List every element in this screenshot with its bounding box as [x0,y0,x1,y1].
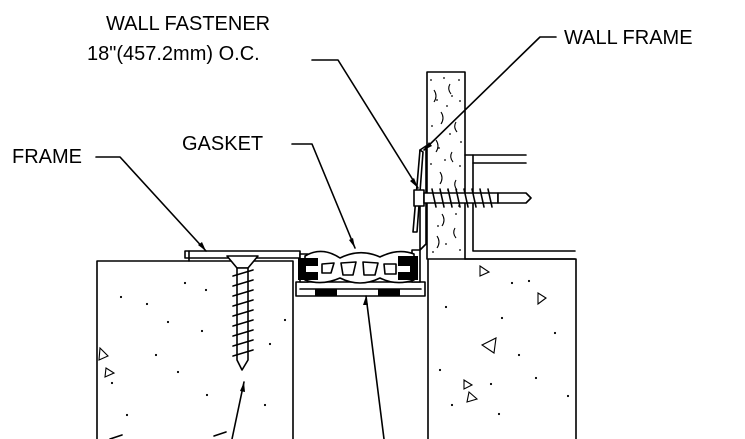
left-concrete-substrate [96,260,294,439]
leader-lines [95,36,557,439]
label-gasket: GASKET [182,133,263,155]
wall-fastener-screw [413,188,532,208]
label-fastener-spacing: 18"(457.2mm) O.C. [87,43,260,65]
right-concrete-substrate [427,258,577,439]
floor-anchor-screw [226,255,259,371]
wall-panel [426,71,466,260]
label-wall-fastener: WALL FASTENER [106,13,270,35]
label-frame: FRAME [12,146,82,168]
label-wall-frame: WALL FRAME [564,27,693,49]
gasket [298,250,418,284]
steel-stud-framing [464,154,576,260]
